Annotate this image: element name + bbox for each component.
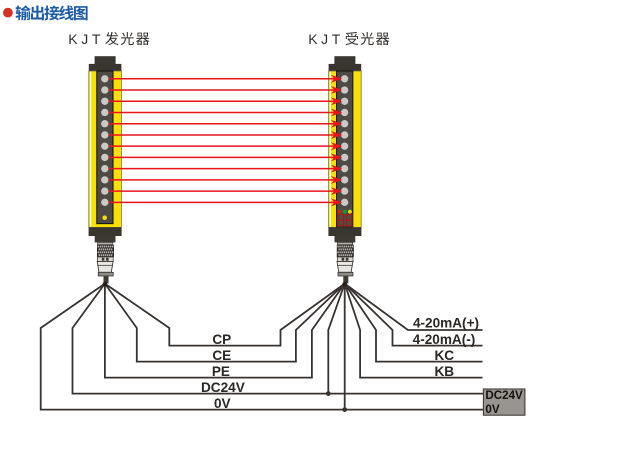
svg-text:DC24V: DC24V: [485, 389, 523, 402]
svg-text:KJT: KJT: [68, 31, 104, 47]
svg-text:KJT: KJT: [308, 31, 344, 47]
svg-text:KC: KC: [434, 348, 454, 363]
svg-text:0V: 0V: [214, 396, 231, 411]
svg-text:KB: KB: [434, 364, 454, 379]
svg-text:4-20mA(-): 4-20mA(-): [413, 332, 476, 347]
svg-text:CP: CP: [212, 332, 231, 347]
svg-text:CE: CE: [212, 348, 231, 363]
svg-text:PE: PE: [212, 364, 230, 379]
svg-text:0V: 0V: [485, 403, 499, 416]
svg-text:4-20mA(+): 4-20mA(+): [413, 316, 479, 331]
svg-text:DC24V: DC24V: [201, 380, 245, 395]
